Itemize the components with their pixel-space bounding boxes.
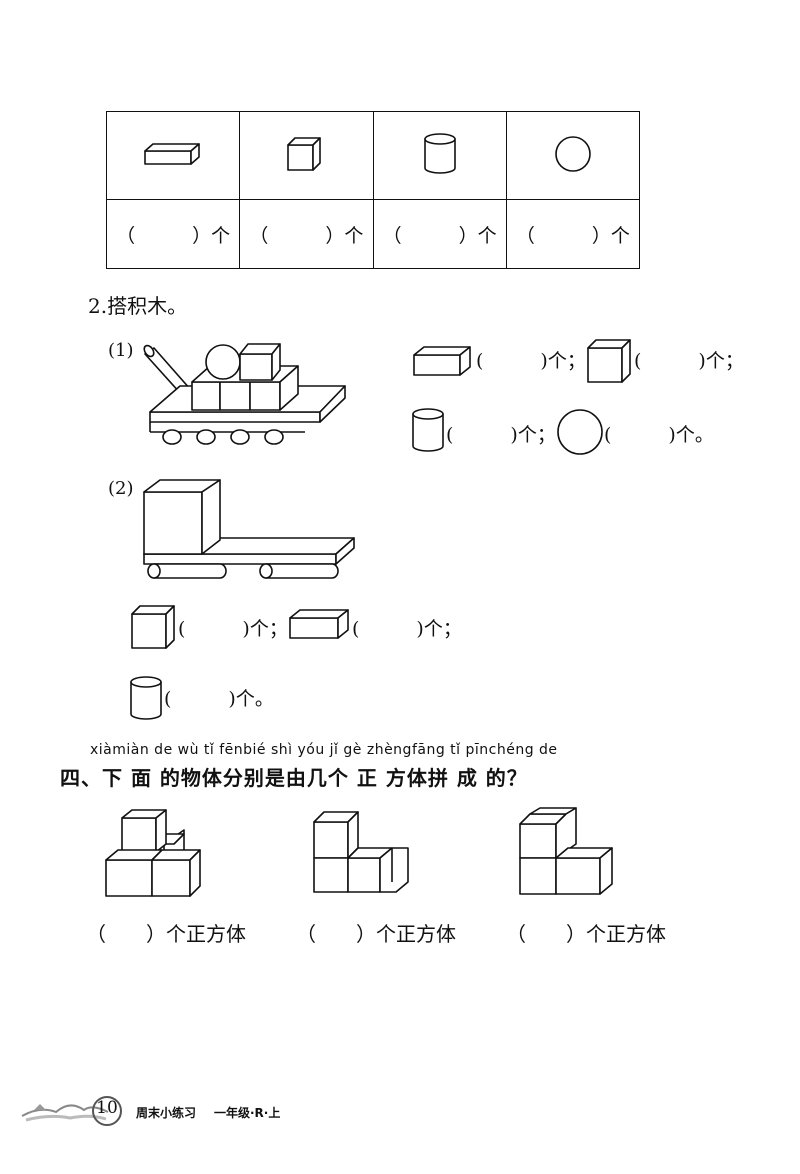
figure2-answer[interactable]: （ ）个正方体 <box>296 922 456 946</box>
cube-icon <box>587 339 631 383</box>
q2-part1-label: (1) <box>108 340 134 361</box>
table-cell-cube <box>239 111 374 200</box>
part1-cube-answer[interactable]: ( )个； <box>634 350 744 372</box>
cylinder-icon <box>423 132 456 174</box>
q2-part2-label: (2) <box>108 478 134 499</box>
table-cell-cylinder <box>372 111 507 200</box>
page-number: 10 <box>96 1098 118 1118</box>
table-cell-cuboid <box>105 111 241 200</box>
cube-stack-figure-2 <box>313 811 409 893</box>
sphere-icon <box>557 409 603 455</box>
sphere-icon <box>555 135 591 172</box>
figure1-answer[interactable]: （ ）个正方体 <box>86 922 246 946</box>
answer-blank-cuboid[interactable]: （ ）个 <box>105 199 241 269</box>
part1-sphere-answer[interactable]: ( )个。 <box>604 424 714 446</box>
cuboid-icon <box>144 142 200 165</box>
q2-title: 2.搭积木。 <box>88 294 188 318</box>
part1-cuboid-answer[interactable]: ( )个； <box>476 350 586 372</box>
table-answer-row: （ ）个 （ ）个 （ ）个 （ ）个 <box>105 199 641 269</box>
shape-count-table: （ ）个 （ ）个 （ ）个 （ ）个 <box>105 111 641 269</box>
cube-icon <box>131 605 175 649</box>
footer-book-title: 周末小练习 <box>136 1106 197 1120</box>
part2-cylinder-answer[interactable]: ( )个。 <box>164 688 274 710</box>
answer-blank-cylinder[interactable]: （ ）个 <box>372 199 507 269</box>
cuboid-icon <box>413 346 471 376</box>
section4-title: 四、下 面 的物体分别是由几个 正 方体拼 成 的？ <box>60 766 528 790</box>
block-vehicle-2-figure <box>143 479 355 579</box>
section4-pinyin: xiàmiàn de wù tǐ fēnbié shì yóu jǐ gè zh… <box>90 742 558 758</box>
table-cell-sphere <box>505 111 641 200</box>
cuboid-icon <box>289 609 349 639</box>
table-icon-row <box>105 111 641 200</box>
figure3-answer[interactable]: （ ）个正方体 <box>506 922 666 946</box>
cube-icon <box>287 136 322 171</box>
part2-cuboid-answer[interactable]: ( )个； <box>352 618 462 640</box>
answer-blank-cube[interactable]: （ ）个 <box>239 199 374 269</box>
cube-stack-figure-3 <box>519 807 613 895</box>
part1-cylinder-answer[interactable]: ( )个； <box>446 424 556 446</box>
page-number-badge <box>92 1096 122 1126</box>
cylinder-icon <box>412 408 444 452</box>
cylinder-icon <box>130 676 162 720</box>
cube-stack-figure-1 <box>105 809 201 897</box>
block-vehicle-1-figure <box>143 343 346 445</box>
answer-blank-sphere[interactable]: （ ）个 <box>505 199 641 269</box>
part2-cube-answer[interactable]: ( )个； <box>178 618 288 640</box>
footer-grade: 一年级·R·上 <box>214 1106 281 1120</box>
